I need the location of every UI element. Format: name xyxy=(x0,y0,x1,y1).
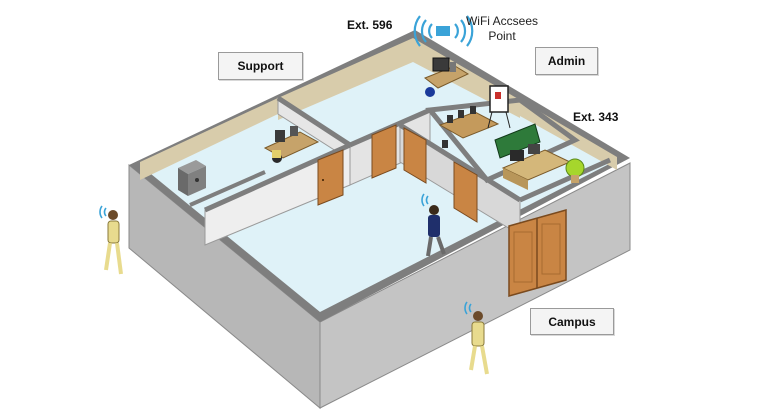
support-label: Support xyxy=(218,52,303,80)
admin-label: Admin xyxy=(535,47,598,75)
door-icon xyxy=(509,210,566,296)
person-icon xyxy=(100,206,121,274)
door-icon xyxy=(318,150,343,205)
ext-343-label: Ext. 343 xyxy=(573,110,618,124)
ext-596-label: Ext. 596 xyxy=(347,18,392,32)
wifi-access-point-label: WiFi Accsees Point xyxy=(457,14,547,44)
wifi-label-line1: WiFi Accsees xyxy=(457,14,547,29)
wifi-label-line2: Point xyxy=(457,29,547,44)
campus-label: Campus xyxy=(530,308,614,335)
